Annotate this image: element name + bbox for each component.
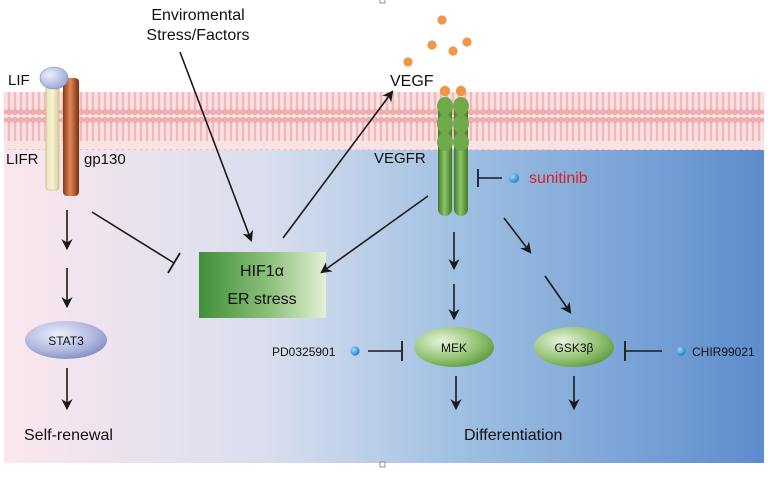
vegfr-gsk-arrow-2 (544, 275, 572, 314)
vegfr-label: VEGFR (374, 150, 426, 167)
gsk3b-label: GSK3β (555, 341, 594, 355)
lif-ligand (39, 66, 69, 90)
vegf-label: VEGF (390, 73, 434, 90)
stat3-node (25, 321, 107, 359)
pd-label: PD0325901 (272, 345, 336, 359)
sunitinib-dot (509, 173, 519, 183)
selection-handle-top[interactable] (379, 0, 386, 4)
gp130-inhibit-bar (167, 252, 181, 274)
sunitinib-label: sunitinib (529, 170, 588, 187)
er-stress-label: ER stress (227, 291, 296, 308)
hif-label: HIF1α (240, 263, 284, 280)
lifr-receptor (45, 81, 60, 191)
cell-membrane (4, 92, 764, 150)
pd-dot (350, 346, 360, 356)
mek-node (414, 327, 494, 367)
mek-label: MEK (441, 341, 467, 355)
vegf-ligand-dots (403, 15, 472, 97)
hif-er-stress-box (199, 252, 326, 318)
lif-label: LIF (8, 72, 30, 89)
env-label-line2: Stress/Factors (146, 27, 249, 44)
differentiation-label: Differentiation (464, 427, 562, 444)
cell-interior (4, 150, 764, 463)
chir-dot (676, 346, 686, 356)
stat3-label: STAT3 (48, 334, 84, 348)
vegfr-gsk-arrow-1 (503, 217, 532, 254)
chir-label: CHIR99021 (692, 345, 755, 359)
gp130-label: gp130 (84, 151, 126, 168)
selection-handle-bottom[interactable] (379, 461, 386, 468)
hif-to-vegf-arrow (282, 90, 394, 239)
gsk3b-node (534, 327, 614, 367)
env-to-hif-arrow (179, 51, 254, 243)
gp130-inhibit-line (91, 211, 175, 264)
vegfr-to-hif-arrow (320, 195, 429, 274)
self-renewal-label: Self-renewal (24, 427, 113, 444)
env-label-line1: Enviromental (151, 7, 244, 24)
vegfr-receptor (437, 97, 469, 216)
gp130-receptor (63, 78, 79, 196)
lifr-label: LIFR (6, 151, 39, 168)
